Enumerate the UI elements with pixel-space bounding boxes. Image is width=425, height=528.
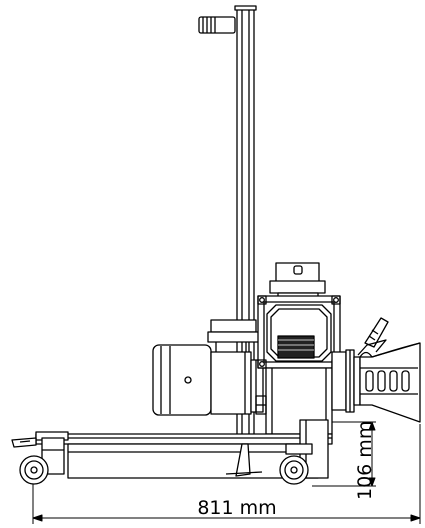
chassis-beam [35,419,333,479]
width-dimension [32,424,421,524]
foot-pedal [225,443,263,477]
height-dimension-label: 106 mm [354,421,376,500]
main-housing [257,295,341,369]
height-dimension [312,421,376,487]
top-handle [198,16,236,34]
motor [152,319,264,416]
tilt-handle [357,317,389,356]
flange-assembly [331,349,361,413]
right-caster [279,443,313,485]
left-caster [11,431,69,485]
upper-bracket [269,262,326,298]
fan-cone [359,342,421,423]
width-dimension-label: 811 mm [197,497,276,519]
